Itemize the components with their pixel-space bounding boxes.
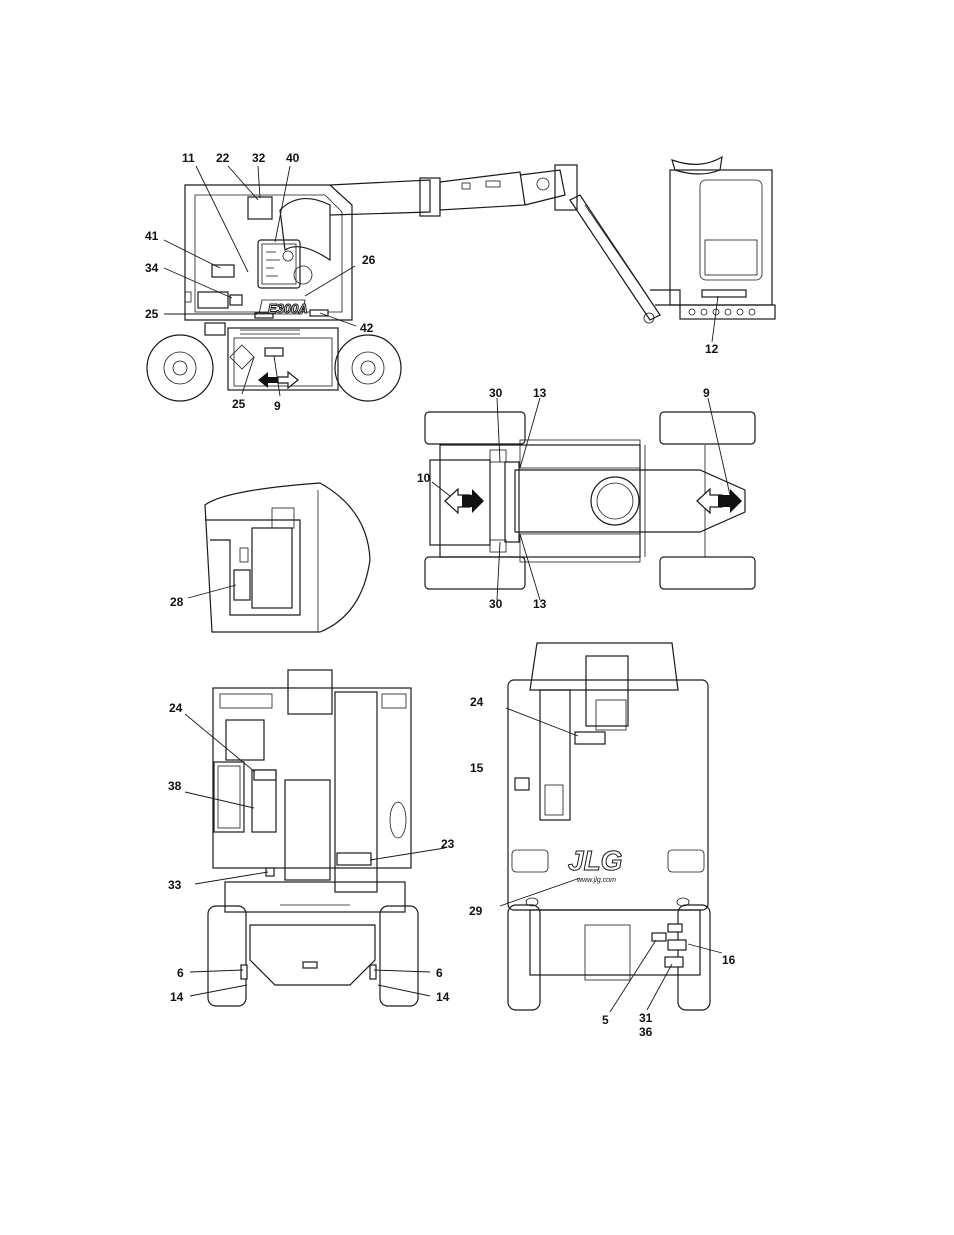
rear-view: 24 38 23 33 6 6 14 14 <box>168 669 455 1007</box>
callout-36: 36 <box>639 1025 653 1039</box>
callout-30-bottom: 30 <box>489 597 503 611</box>
callout-25: 25 <box>145 307 159 321</box>
callout-13-top: 13 <box>533 386 547 400</box>
callout-40: 40 <box>286 151 300 165</box>
callout-9-top: 9 <box>703 386 710 400</box>
callout-9-side: 9 <box>274 399 281 413</box>
callout-24-front: 24 <box>470 695 484 709</box>
callout-30-top: 30 <box>489 386 503 400</box>
callout-23: 23 <box>441 837 455 851</box>
top-view: 30 13 9 10 30 13 <box>417 386 756 611</box>
callout-15: 15 <box>470 761 484 775</box>
model-badge: E300A <box>268 301 308 316</box>
detail-view: 28 <box>170 482 371 633</box>
callout-33: 33 <box>168 878 182 892</box>
callout-41: 41 <box>145 229 159 243</box>
callout-34: 34 <box>145 261 159 275</box>
callout-6-left: 6 <box>177 966 184 980</box>
side-view: E300A <box>145 151 776 413</box>
callout-16: 16 <box>722 953 736 967</box>
callout-5: 5 <box>602 1013 609 1027</box>
brand-logo: JLG <box>568 845 622 876</box>
callout-24-rear: 24 <box>169 701 183 715</box>
callout-6-right: 6 <box>436 966 443 980</box>
callout-26: 26 <box>362 253 376 267</box>
callout-42: 42 <box>360 321 374 335</box>
front-view: JLG www.jlg.com 24 15 29 16 5 31 36 <box>469 642 736 1039</box>
callout-10: 10 <box>417 471 431 485</box>
callout-14-right: 14 <box>436 990 450 1004</box>
callout-38: 38 <box>168 779 182 793</box>
callout-29: 29 <box>469 904 483 918</box>
callout-12: 12 <box>705 342 719 356</box>
callout-14-left: 14 <box>170 990 184 1004</box>
callout-25-lower: 25 <box>232 397 246 411</box>
callout-13-bottom: 13 <box>533 597 547 611</box>
website-text: www.jlg.com <box>577 877 616 884</box>
callout-32: 32 <box>252 151 266 165</box>
callout-22: 22 <box>216 151 230 165</box>
callout-11: 11 <box>182 151 195 165</box>
callout-31: 31 <box>639 1011 653 1025</box>
callout-28: 28 <box>170 595 184 609</box>
